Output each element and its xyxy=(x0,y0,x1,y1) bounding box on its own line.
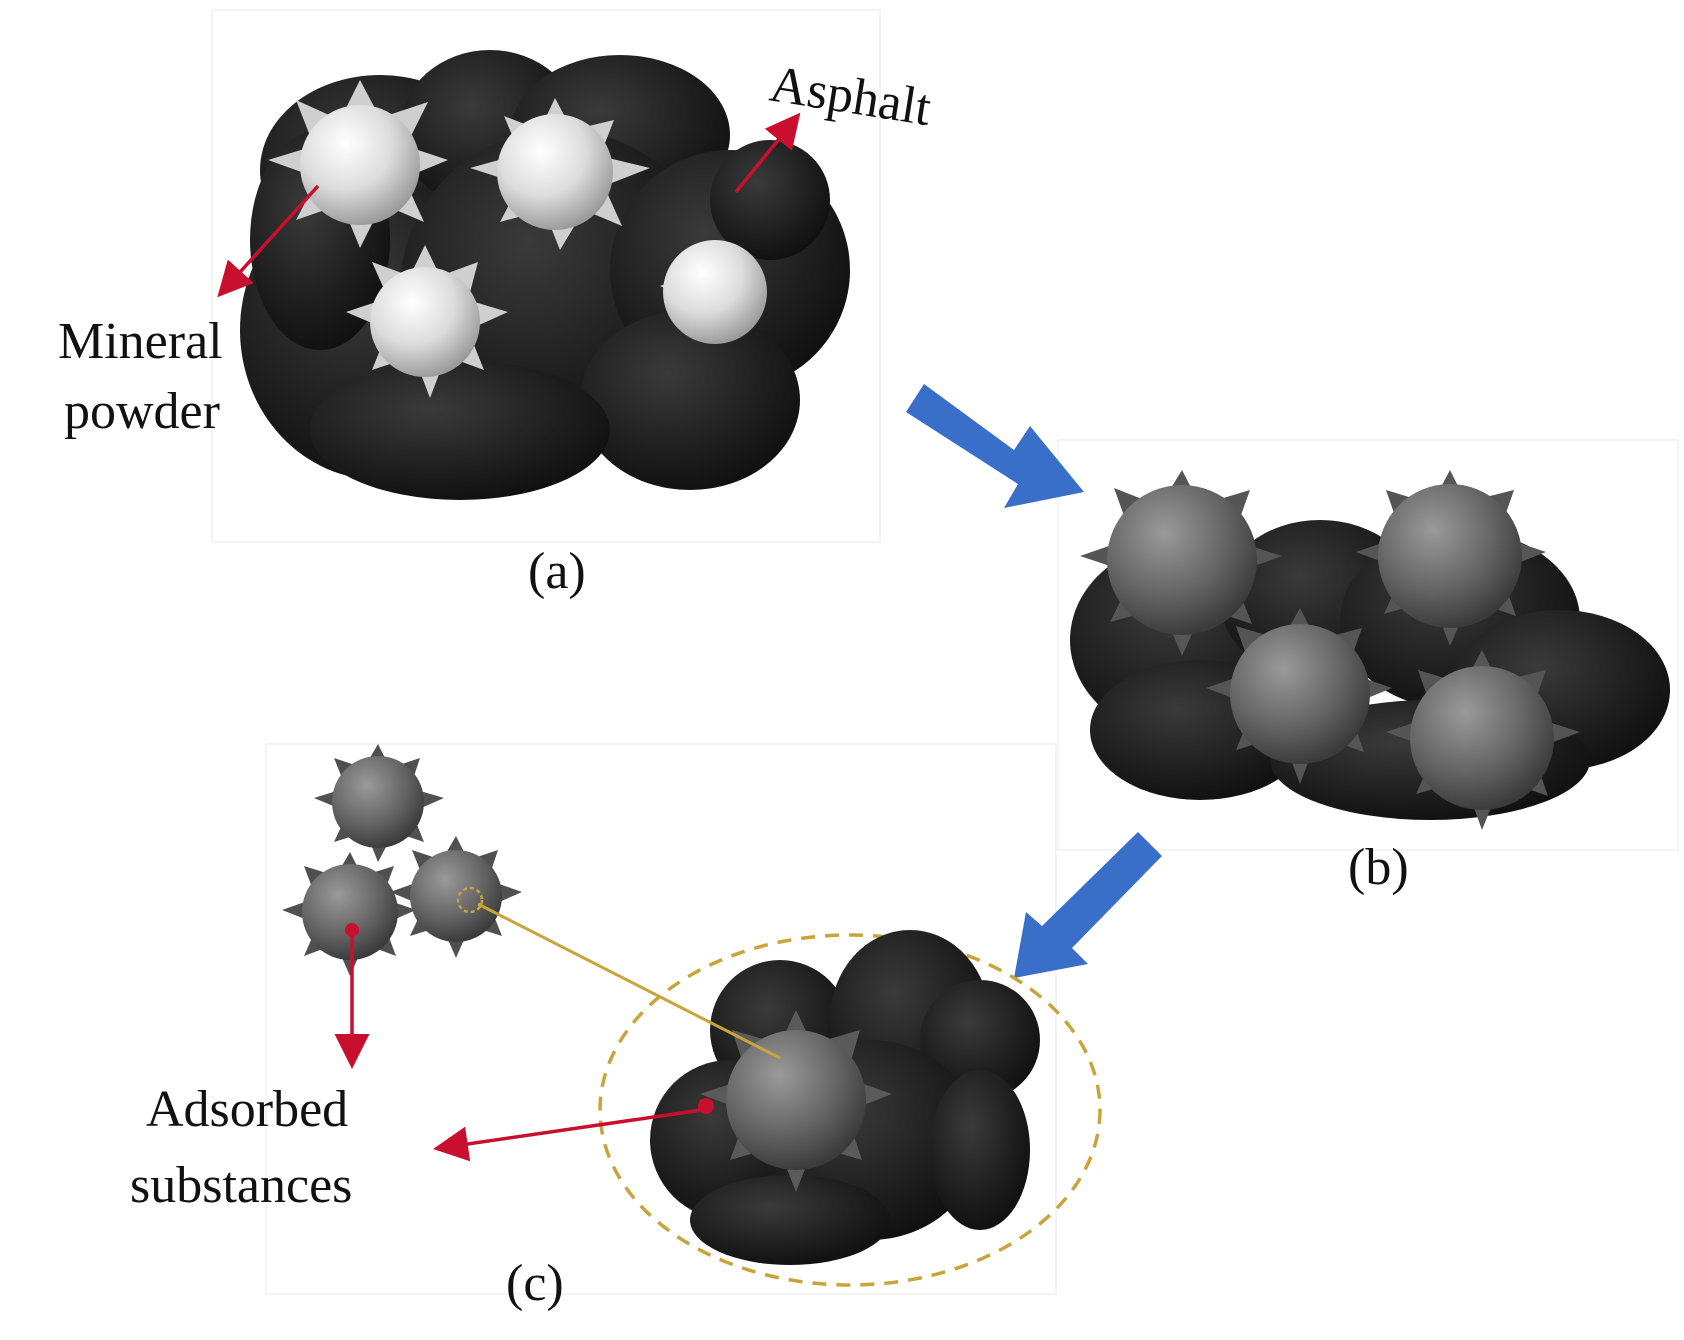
adsorbed-pointer-left xyxy=(433,1108,703,1162)
mineral-pointer-arrow xyxy=(217,184,320,298)
mineral-particle-a3 xyxy=(346,245,508,398)
mineral-particle-b2 xyxy=(1356,470,1546,646)
panel-b: (b) xyxy=(1070,470,1670,896)
asphalt-cluster-highlight xyxy=(598,933,1102,1287)
mineral-particle-a1 xyxy=(268,80,448,248)
adsorbed-ring-loose xyxy=(456,886,484,914)
embedded-particle-c xyxy=(700,1010,892,1192)
mineral-particle-a4 xyxy=(660,240,767,344)
asphalt-pointer-arrow xyxy=(734,112,801,194)
panel-c-caption: (c) xyxy=(506,1255,564,1312)
adsorbed-dot-loose xyxy=(345,923,359,937)
mineral-particle-a2 xyxy=(470,98,650,250)
panel-b-caption: (b) xyxy=(1348,839,1409,896)
panel-c: Adsorbed substances (c) xyxy=(130,744,1102,1312)
panel-a-caption: (a) xyxy=(528,543,586,600)
loose-particle-c3 xyxy=(390,836,522,958)
migration-line xyxy=(477,902,781,1060)
mineral-particle-b3 xyxy=(1206,608,1392,784)
adsorbed-substances-label-line2: substances xyxy=(130,1157,352,1214)
adsorbed-substances-label-line1: Adsorbed xyxy=(146,1081,348,1138)
panel-a: Asphalt Mineral powder (a) xyxy=(58,50,935,600)
mineral-powder-label-line1: Mineral xyxy=(58,313,223,370)
loose-particle-c2 xyxy=(282,852,416,976)
flow-arrow-a-to-b xyxy=(906,384,1084,508)
mineral-particle-b1 xyxy=(1080,470,1282,656)
flow-arrow-b-to-c xyxy=(1014,832,1162,978)
loose-particle-c1 xyxy=(314,744,444,862)
mineral-powder-label-line2: powder xyxy=(64,383,220,440)
mineral-particle-b4 xyxy=(1386,650,1580,830)
